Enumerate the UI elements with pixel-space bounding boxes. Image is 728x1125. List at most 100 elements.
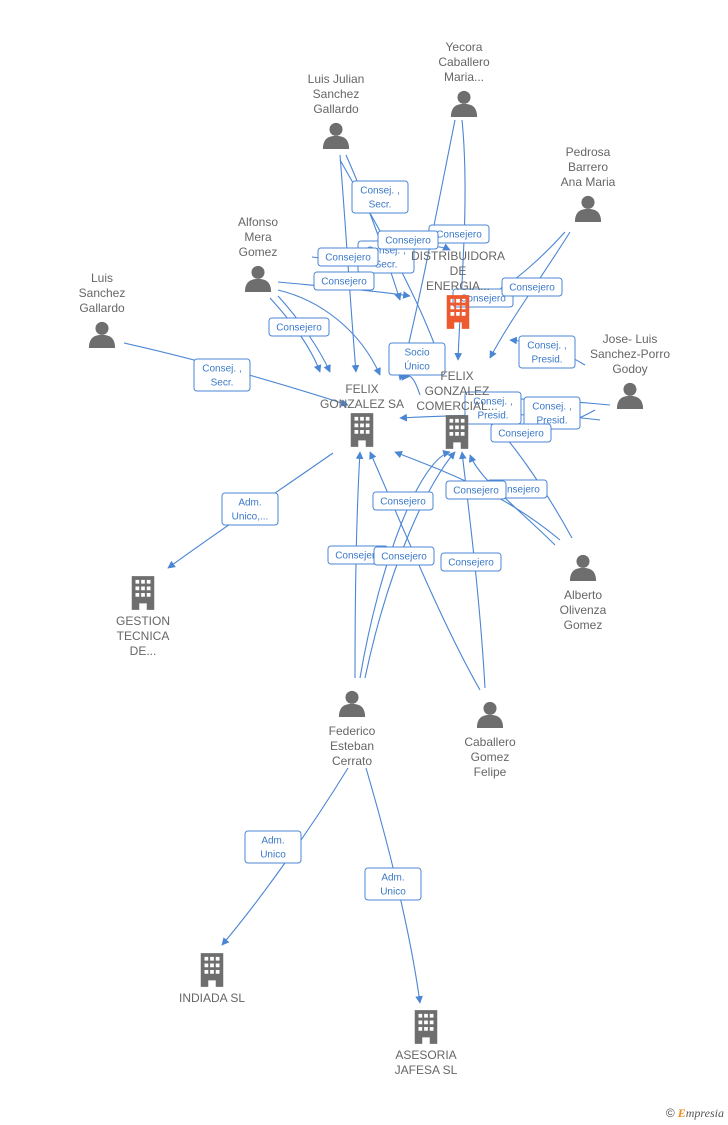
node-yecora[interactable]: YecoraCaballeroMaria... [438, 40, 490, 117]
edge-label-text: Consejero [494, 485, 540, 496]
edge-label-text: Consej. , [366, 246, 405, 257]
building-icon [350, 413, 374, 447]
edge-label-6[interactable]: Consejero [377, 230, 439, 250]
edge-label-text: Consej. , [202, 364, 241, 375]
brand-initial: E [677, 1106, 686, 1120]
node-distribuidora[interactable]: DISTRIBUIDORADEENERGIA... [411, 249, 505, 329]
edge-label-box [351, 180, 409, 214]
edge-label-text: Consej. , [532, 402, 571, 413]
edge-label-text: Presid. [536, 416, 567, 427]
edge-label-3[interactable]: Consejero [313, 271, 375, 291]
edge-label-text: Consejero [509, 283, 555, 294]
node-label: ENERGIA... [426, 279, 490, 293]
edge-label-9[interactable]: Consej. , Secr. [193, 358, 251, 392]
building-icon [414, 1010, 438, 1044]
edge-label-box [373, 546, 435, 566]
edge-label-text: Secr. [211, 378, 234, 389]
edge-label-8[interactable]: Consejero [501, 277, 563, 297]
node-label: Sanchez-Porro [590, 347, 670, 361]
node-label: Barrero [568, 160, 608, 174]
edge-label-13[interactable]: Consej. , Presid. [523, 396, 581, 430]
edge-label-23[interactable]: Adm.Unico [364, 867, 422, 901]
node-label: COMERCIAL... [416, 399, 497, 413]
edge-21 [469, 454, 556, 546]
edge-label-text: Consejero [325, 253, 371, 264]
edge-label-20[interactable]: Consejero [440, 552, 502, 572]
edge-1 [345, 154, 402, 301]
edge-label-text: Adm. [381, 873, 404, 884]
edge-label-box [317, 247, 379, 267]
node-label: Sanchez [79, 286, 126, 300]
edge-label-text: Consejero [453, 486, 499, 497]
edge-label-text: Consej. , [473, 397, 512, 408]
edge-label-15[interactable]: Adm.Unico,... [221, 492, 279, 526]
node-label: DE [450, 264, 467, 278]
node-label: INDIADA SL [179, 991, 245, 1005]
edge-label-box [490, 423, 552, 443]
node-label: Godoy [612, 362, 647, 376]
edge-label-10[interactable]: Consej. ,Presid. [518, 335, 576, 369]
node-indiada[interactable]: INDIADA SL [179, 953, 245, 1005]
edge-label-box [244, 830, 302, 864]
node-label: Luis [91, 271, 113, 285]
person-icon [450, 90, 478, 117]
brand-name: mpresia [685, 1106, 724, 1120]
edge-label-box [445, 480, 507, 500]
edge-label-5[interactable]: Consejero [317, 247, 379, 267]
edge-label-text: Consejero [460, 294, 506, 305]
edge-label-text: Presid. [531, 355, 562, 366]
person-icon [616, 382, 644, 409]
node-label: TECNICA [117, 629, 170, 643]
node-label: Gomez [564, 618, 603, 632]
edge-label-box [372, 491, 434, 511]
edge-label-box [193, 358, 251, 392]
node-label: Mera [244, 230, 272, 244]
node-label: FELIX [345, 382, 378, 396]
edge-label-0[interactable]: Consej. ,Secr. [351, 180, 409, 214]
edge-label-17[interactable]: Consejero [445, 480, 507, 500]
edge-label-box [268, 317, 330, 337]
edge-label-22[interactable]: Adm.Unico [244, 830, 302, 864]
edge-label-text: Secr. [369, 200, 392, 211]
person-icon [244, 265, 272, 292]
edge-4 [454, 119, 466, 361]
node-label: Alberto [564, 588, 602, 602]
edge-label-text: Único [404, 360, 430, 373]
node-label: GONZALEZ SA [320, 397, 404, 411]
edge-label-text: Socio [404, 348, 429, 359]
edge-label-14[interactable]: Consejero [490, 423, 552, 443]
edge-label-text: Adm. [261, 836, 284, 847]
node-label: GONZALEZ [425, 384, 490, 398]
node-label: Gomez [239, 245, 278, 259]
node-felixcom[interactable]: FELIXGONZALEZCOMERCIAL... [416, 369, 498, 449]
edge-label-text: Consejero [385, 236, 431, 247]
person-icon [88, 321, 116, 348]
node-label: DE... [130, 644, 157, 658]
person-icon [322, 122, 350, 149]
brand-footer[interactable]: ©Empresia [666, 1106, 724, 1121]
edge-label-21[interactable]: Consejero [373, 546, 435, 566]
node-label: Gomez [471, 750, 510, 764]
edge-label-18[interactable]: Consejero [327, 545, 389, 565]
building-icon [200, 953, 224, 987]
edge-label-text: Consejero [381, 552, 427, 563]
edge-label-19[interactable]: Consejero [372, 491, 434, 511]
node-label: JAFESA SL [395, 1063, 458, 1077]
edge-label-4[interactable]: Consejero [268, 317, 330, 337]
person-icon [569, 554, 597, 581]
node-label: Sanchez [313, 87, 360, 101]
node-gestion[interactable]: GESTIONTECNICADE... [116, 576, 170, 658]
node-label: Esteban [330, 739, 374, 753]
